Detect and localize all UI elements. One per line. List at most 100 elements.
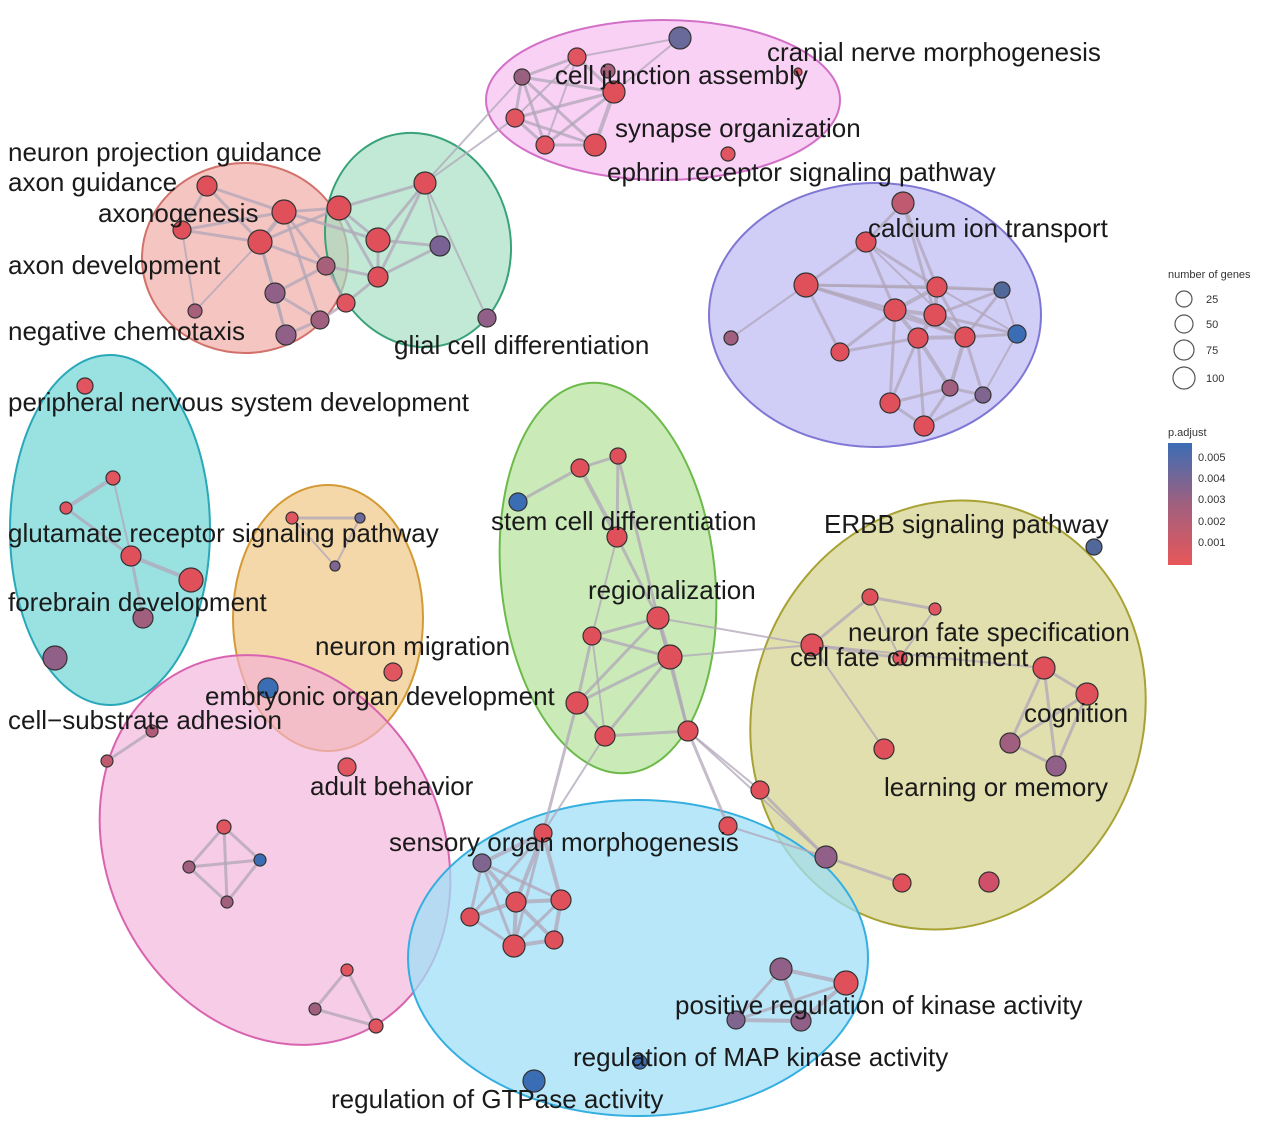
node [505,891,527,913]
label-erbb-signaling-pathway: ERBB signaling pathway [824,509,1109,539]
node [368,1018,384,1034]
node [247,229,273,255]
node [1075,682,1099,706]
color-legend: p.adjust 0.005 0.004 0.003 0.002 0.001 [1168,427,1226,565]
size-legend: number of genes 25 50 75 100 [1168,269,1251,390]
node [544,930,564,950]
label-positive-regulation-of-kinase-activity: positive regulation of kinase activity [675,990,1083,1020]
label-axon-guidance: axon guidance [8,167,177,197]
node [750,780,770,800]
label-axonogenesis: axonogenesis [98,198,258,228]
cluster-forebrain [9,354,211,706]
node [1007,324,1027,344]
node [105,470,121,486]
term-labels: cranial nerve morphogenesis cell junctio… [8,37,1130,1114]
node [220,895,234,909]
node [907,327,929,349]
node [978,871,1000,893]
node [42,645,68,671]
node [594,725,616,747]
color-legend-tick: 0.005 [1198,452,1226,464]
label-peripheral-nervous-system-development: peripheral nervous system development [8,387,470,417]
node [505,108,525,128]
label-neuron-projection-guidance: neuron projection guidance [8,137,322,167]
label-learning-or-memory: learning or memory [884,772,1108,802]
node [790,1010,812,1032]
size-legend-label: 75 [1206,345,1218,357]
size-legend-circle [1175,290,1193,308]
node [502,934,526,958]
node [855,231,877,253]
size-legend-label: 100 [1206,373,1224,385]
color-legend-tick: 0.004 [1198,473,1226,485]
node [336,293,356,313]
node [668,26,692,50]
label-ephrin-receptor-signaling-pathway: ephrin receptor signaling pathway [607,157,996,187]
label-calcium-ion-transport: calcium ion transport [868,213,1109,243]
label-cranial-nerve-morphogenesis: cranial nerve morphogenesis [767,37,1101,67]
node [460,907,480,927]
label-regulation-of-gtpase-activity: regulation of GTPase activity [331,1084,663,1114]
node [879,392,901,414]
label-embryonic-organ-development: embryonic organ development [205,681,556,711]
color-legend-bar [1168,443,1192,565]
node [271,199,297,225]
node [602,80,626,104]
node [340,963,354,977]
node [769,957,793,981]
node [172,220,192,240]
label-axon-development: axon development [8,250,221,280]
node [814,845,838,869]
node [1045,755,1067,777]
node [677,720,699,742]
node [187,303,203,319]
node [100,754,114,768]
node [567,47,587,67]
node [535,135,555,155]
node [383,662,403,682]
cluster-calcium [708,182,1042,448]
label-cell-fate-commitment: cell fate commitment [790,642,1029,672]
node [326,195,352,221]
cluster-stem-cell [498,381,718,775]
node [275,324,297,346]
label-cognition: cognition [1024,698,1128,728]
label-stem-cell-differentiation: stem cell differentiation [491,506,756,536]
node [145,724,159,738]
node [253,853,267,867]
label-glutamate-receptor-signaling-pathway: glutamate receptor signaling pathway [8,518,439,548]
node [76,377,94,395]
node [723,330,739,346]
node [873,738,895,760]
size-legend-label: 25 [1206,294,1218,306]
node [913,415,935,437]
node [954,326,976,348]
node [883,298,907,322]
size-legend-circle [1173,339,1195,361]
node [216,819,232,835]
node [582,626,602,646]
node [178,567,204,593]
node [513,68,531,86]
label-negative-chemotaxis: negative chemotaxis [8,316,245,346]
label-regulation-of-map-kinase-activity: regulation of MAP kinase activity [573,1042,948,1072]
node [285,511,299,525]
node [132,607,154,629]
node [472,853,492,873]
node [1085,538,1103,556]
node [609,447,627,465]
node [646,606,670,630]
node [59,501,73,515]
label-sensory-organ-morphogenesis: sensory organ morphogenesis [389,827,739,857]
node [354,512,366,524]
node [892,873,912,893]
size-legend-circle [1174,314,1194,334]
node [565,691,589,715]
label-regionalization: regionalization [588,575,756,605]
label-cell-junction-assembly: cell junction assembly [555,60,808,90]
size-legend-label: 50 [1206,319,1218,331]
node [477,308,497,328]
node [892,650,908,666]
node [367,266,389,288]
